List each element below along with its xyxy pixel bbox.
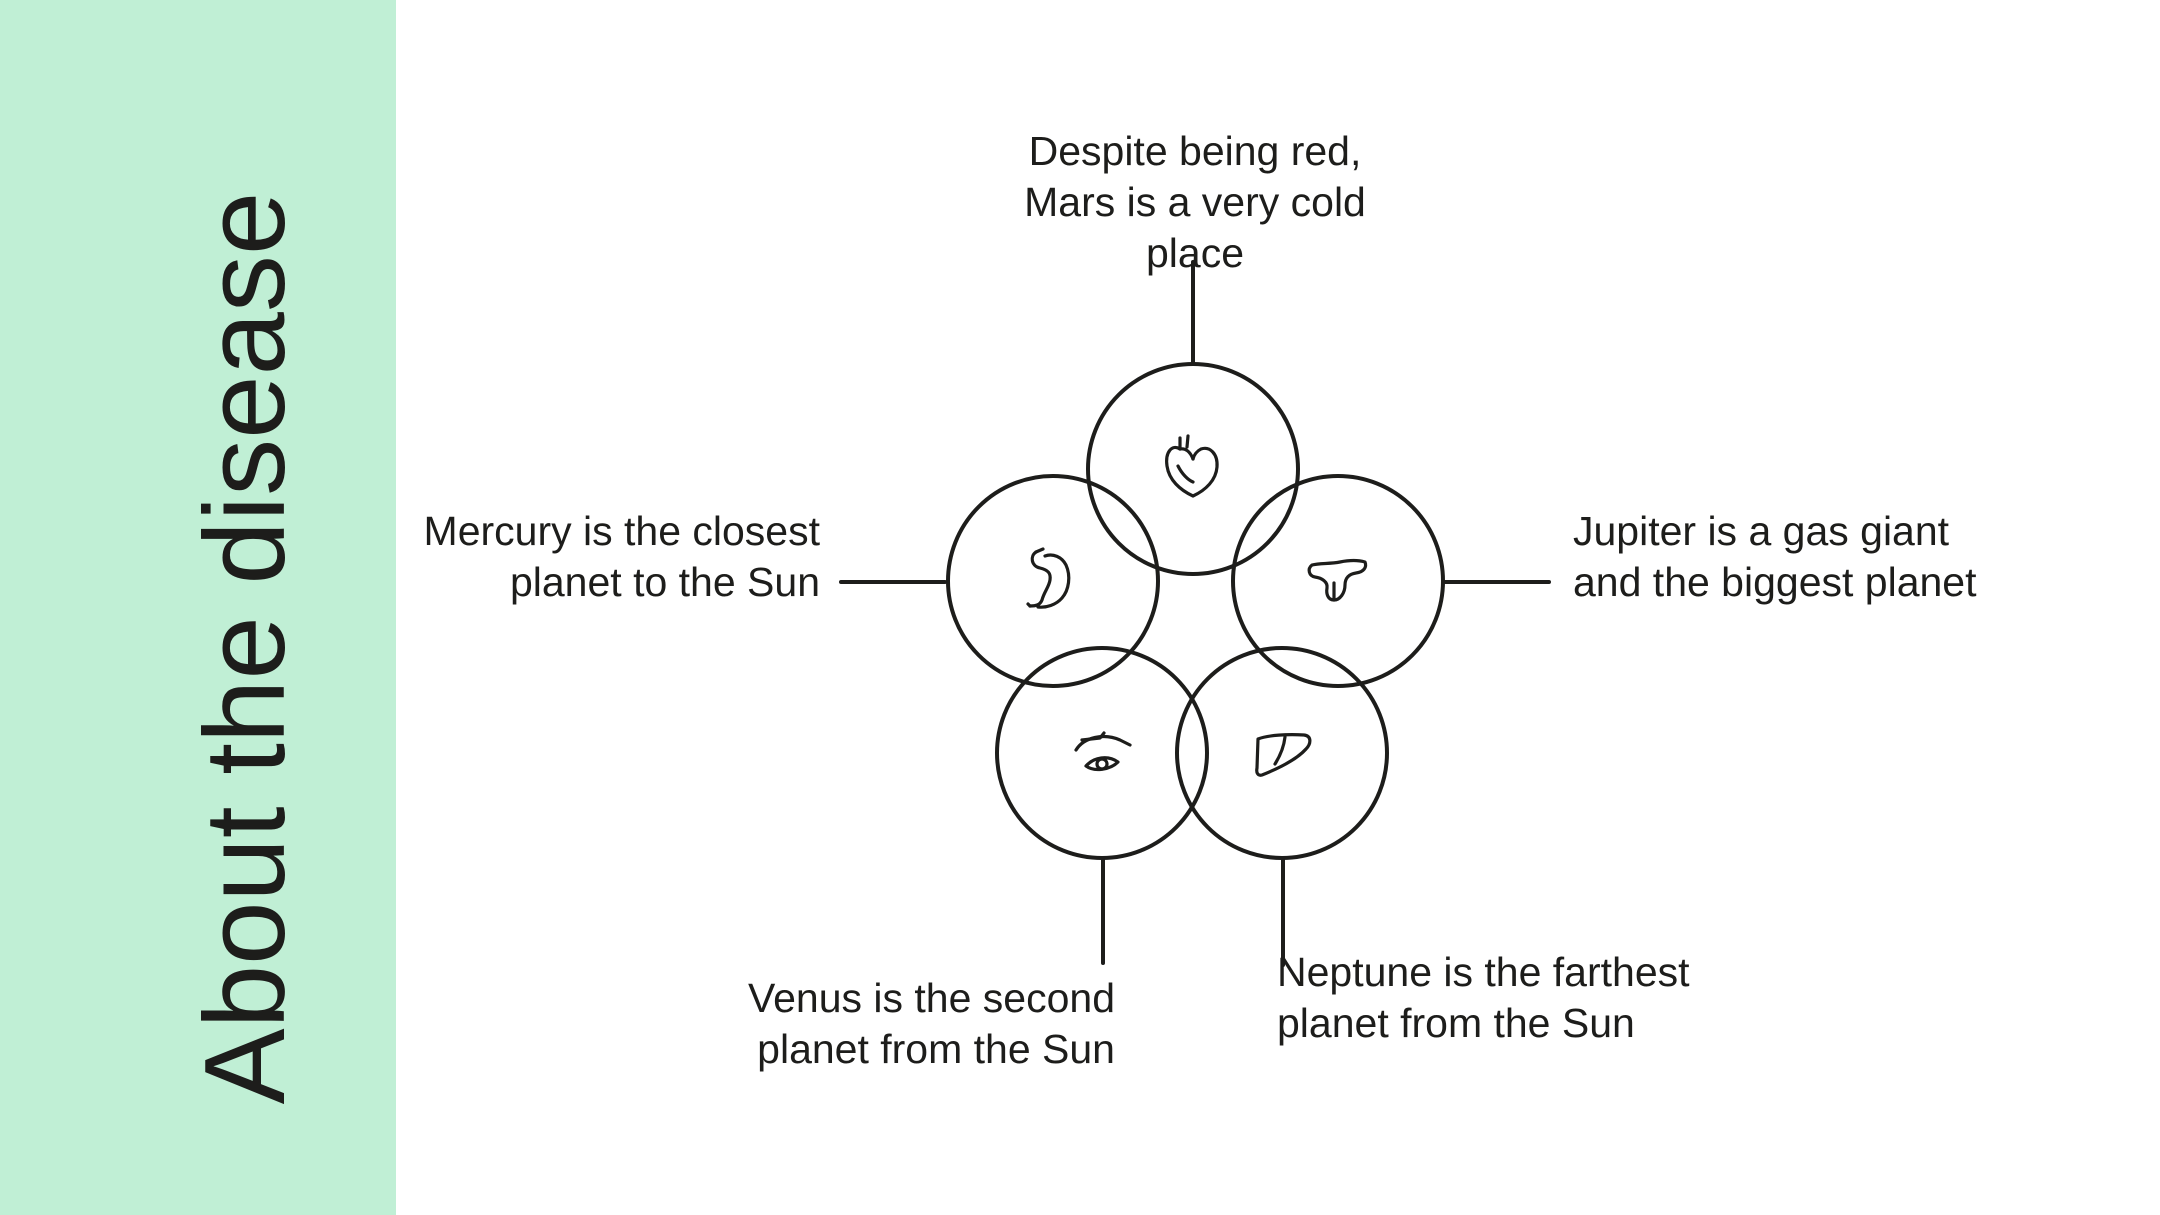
node-label-bottom-left: Venus is the second planet from the Sun (748, 975, 1115, 1072)
liver-icon (1255, 733, 1312, 777)
node-circle-bottom-left (995, 646, 1209, 860)
heart-icon (1165, 434, 1219, 498)
node-circle-top (1086, 362, 1300, 576)
stomach-icon (1026, 547, 1071, 609)
node-label-bottom-right: Neptune is the farthest planet from the … (1277, 949, 1690, 1046)
node-label-left: Mercury is the closest planet to the Sun (423, 508, 820, 605)
eye-icon (1074, 731, 1132, 772)
node-label-top: Despite being red, Mars is a very cold p… (1024, 128, 1366, 276)
sidebar-panel: About the disease (0, 0, 396, 1215)
node-circle-bottom-right (1175, 646, 1389, 860)
node-circle-right (1231, 474, 1445, 688)
node-circle-left (946, 474, 1160, 688)
node-label-right: Jupiter is a gas giant and the biggest p… (1573, 508, 1977, 605)
pancreas-icon (1307, 558, 1368, 602)
